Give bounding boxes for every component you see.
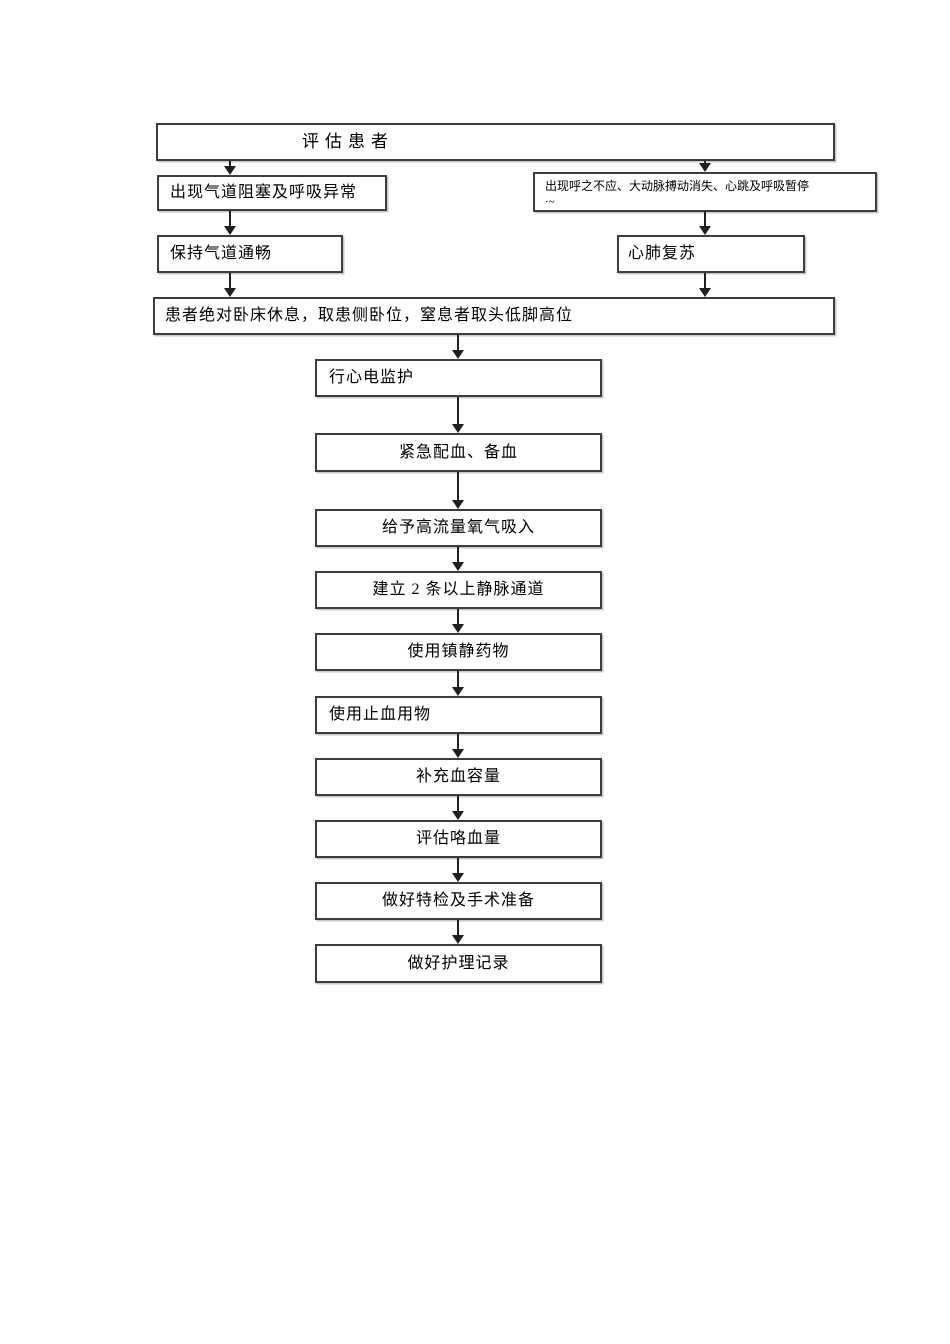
node-blood-crossmatch-label: 紧急配血、备血: [398, 443, 518, 461]
arrow-down-icon: [452, 811, 464, 820]
arrow-stem: [229, 273, 231, 288]
arrow-stem: [457, 796, 459, 811]
flow-connector-arrow: [452, 397, 464, 433]
arrow-stem: [457, 671, 459, 687]
node-assess-patient-label: 评估患者: [302, 131, 394, 151]
flow-connector-arrow: [224, 273, 236, 297]
arrow-down-icon: [224, 288, 236, 297]
arrow-stem: [457, 472, 459, 500]
node-assess-hemoptysis: 评估咯血量: [315, 820, 602, 858]
node-ecg-monitoring: 行心电监护: [315, 359, 602, 397]
arrow-stem: [457, 734, 459, 749]
arrow-down-icon: [452, 749, 464, 758]
flow-connector-arrow: [452, 920, 464, 944]
node-keep-airway-label: 保持气道通畅: [170, 245, 273, 263]
flow-connector-arrow: [452, 858, 464, 882]
node-blood-crossmatch: 紧急配血、备血: [315, 433, 602, 472]
flow-connector-arrow: [452, 547, 464, 571]
node-exam-surgery-prep: 做好特检及手术准备: [315, 882, 602, 920]
arrow-down-icon: [452, 873, 464, 882]
arrow-stem: [457, 858, 459, 873]
arrow-down-icon: [699, 288, 711, 297]
flow-connector-arrow: [452, 734, 464, 758]
node-iv-access: 建立 2 条以上静脉通道: [315, 571, 602, 609]
node-keep-airway-open: 保持气道通畅: [157, 235, 343, 273]
node-bed-rest-position: 患者绝对卧床休息，取患侧卧位，窒息者取头低脚高位: [153, 297, 835, 335]
node-sedative-medication: 使用镇静药物: [315, 633, 602, 671]
arrow-down-icon: [452, 562, 464, 571]
flow-connector-arrow: [452, 335, 464, 359]
arrow-down-icon: [699, 163, 711, 172]
arrow-stem: [229, 211, 231, 226]
node-nursing-record: 做好护理记录: [315, 944, 602, 983]
flow-connector-arrow: [699, 212, 711, 235]
node-unresponsive-line2: ·~: [545, 196, 555, 208]
flow-connector-arrow: [452, 472, 464, 509]
node-hemostatic-supplies: 使用止血用物: [315, 696, 602, 734]
arrow-down-icon: [224, 166, 236, 175]
arrow-down-icon: [452, 624, 464, 633]
arrow-stem: [457, 335, 459, 350]
node-cpr: 心肺复苏: [617, 235, 805, 273]
flow-connector-arrow: [224, 161, 236, 175]
arrow-stem: [457, 609, 459, 624]
flow-connector-arrow: [452, 671, 464, 696]
node-assess-patient: 评估患者: [156, 123, 835, 161]
flow-connector-arrow: [699, 273, 711, 297]
node-nursing-record-label: 做好护理记录: [407, 954, 510, 972]
arrow-stem: [457, 397, 459, 424]
arrow-down-icon: [452, 500, 464, 509]
node-bed-rest-label: 患者绝对卧床休息，取患侧卧位，窒息者取头低脚高位: [165, 307, 574, 325]
arrow-down-icon: [452, 935, 464, 944]
arrow-stem: [704, 161, 706, 163]
arrow-stem: [704, 212, 706, 226]
arrow-down-icon: [224, 226, 236, 235]
node-exam-surgery-prep-label: 做好特检及手术准备: [381, 892, 535, 910]
arrow-down-icon: [452, 687, 464, 696]
node-high-flow-oxygen-label: 给予高流量氧气吸入: [381, 519, 535, 537]
arrow-down-icon: [452, 350, 464, 359]
node-ecg-monitoring-label: 行心电监护: [329, 369, 415, 387]
arrow-stem: [457, 920, 459, 935]
flow-connector-arrow: [452, 609, 464, 633]
node-hemostatic-label: 使用止血用物: [329, 706, 432, 724]
arrow-down-icon: [452, 424, 464, 433]
arrow-stem: [457, 547, 459, 562]
node-replenish-blood-volume: 补充血容量: [315, 758, 602, 796]
node-iv-access-label: 建立 2 条以上静脉通道: [372, 581, 545, 599]
node-airway-obstruction-label: 出现气道阻塞及呼吸异常: [170, 184, 358, 202]
flow-connector-arrow: [452, 796, 464, 820]
node-high-flow-oxygen: 给予高流量氧气吸入: [315, 509, 602, 547]
flow-connector-arrow: [699, 161, 711, 172]
node-blood-volume-label: 补充血容量: [415, 768, 501, 786]
node-unresponsive-text: 出现呼之不应、大动脉搏动消失、心跳及呼吸暂停 ·~: [545, 179, 809, 210]
arrow-stem: [229, 161, 231, 166]
node-unresponsive-line1: 出现呼之不应、大动脉搏动消失、心跳及呼吸暂停: [545, 179, 810, 193]
flow-connector-arrow: [224, 211, 236, 235]
arrow-stem: [704, 273, 706, 288]
node-unresponsive-cardiac-arrest: 出现呼之不应、大动脉搏动消失、心跳及呼吸暂停 ·~: [533, 172, 877, 212]
node-assess-hemoptysis-label: 评估咯血量: [415, 830, 501, 848]
node-airway-obstruction: 出现气道阻塞及呼吸异常: [157, 175, 387, 211]
node-cpr-label: 心肺复苏: [628, 245, 697, 263]
node-sedative-label: 使用镇静药物: [407, 643, 510, 661]
arrow-down-icon: [699, 226, 711, 235]
